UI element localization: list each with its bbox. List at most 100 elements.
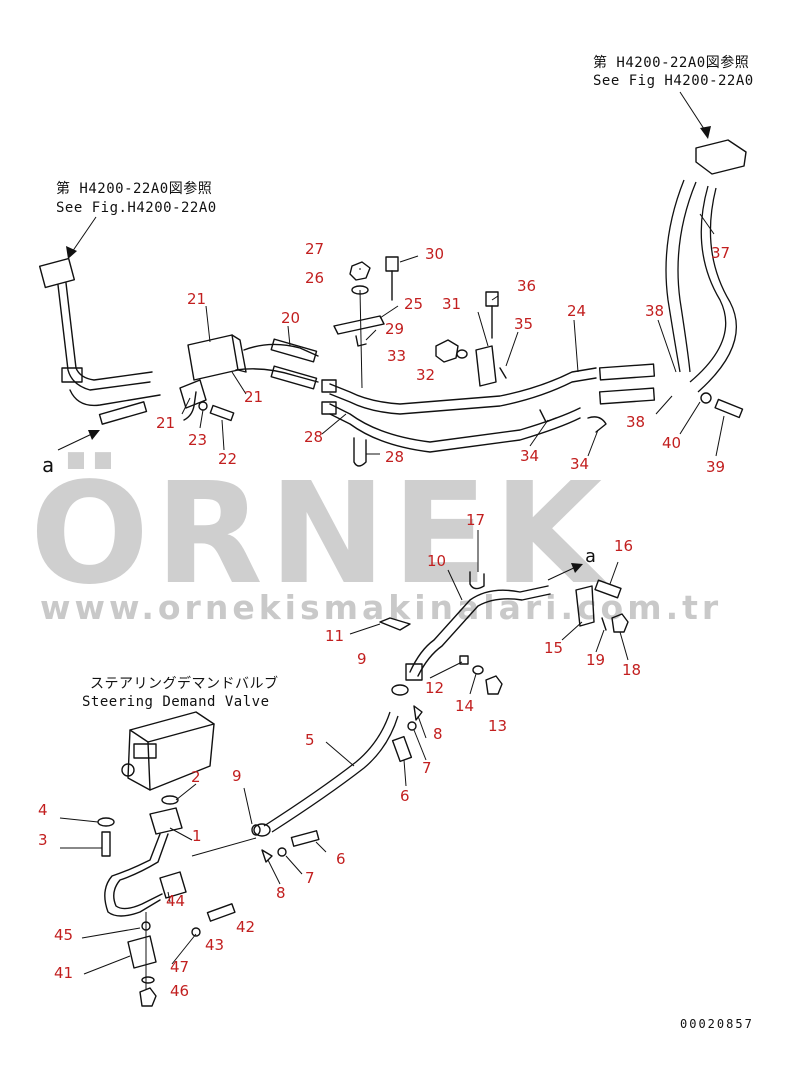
- clamp-34-b: [587, 416, 607, 433]
- marker-a-mid: a: [585, 546, 596, 567]
- bolt-6-upper: [391, 735, 413, 763]
- leader-25: [379, 305, 399, 319]
- nut-18: [611, 613, 629, 633]
- hose-end-38-b: [598, 387, 656, 405]
- callout-4: 4: [38, 801, 48, 819]
- leader-16: [609, 561, 619, 585]
- arrow-a-mid: [547, 565, 579, 581]
- tube-28-lower: [329, 413, 581, 453]
- callout-1: 1: [192, 827, 202, 845]
- clamp-bracket-25: [333, 256, 399, 347]
- callout-8b: 8: [276, 884, 286, 902]
- hose-5: [251, 684, 423, 863]
- leader-11: [349, 623, 381, 635]
- leader-45: [81, 927, 141, 939]
- leader-24: [573, 319, 579, 373]
- clamp-upper-left: [61, 367, 83, 383]
- callout-38b: 38: [626, 413, 645, 431]
- leader-1: [169, 827, 193, 841]
- reference-labels: 第 H4200-22A0図参照 See Fig H4200-22A0 第 H42…: [42, 54, 753, 1031]
- callout-36: 36: [517, 277, 536, 295]
- bolt-39: [714, 398, 744, 419]
- callout-21a: 21: [187, 290, 206, 308]
- callout-34a: 34: [520, 447, 539, 465]
- callout-9a: 9: [357, 650, 367, 668]
- hose-5-end-fitting: [253, 823, 271, 837]
- leader-38b: [655, 395, 673, 415]
- ref-valve-jp: ステアリングデマンドバルブ: [90, 675, 279, 692]
- leader-37: [699, 213, 715, 235]
- leader-20: [287, 325, 291, 347]
- leader-5: [325, 741, 355, 767]
- tube-upper-left-b: [65, 282, 153, 381]
- arrowhead-a-mid: [571, 563, 583, 573]
- callout-33: 33: [387, 347, 406, 365]
- bolt-42: [206, 903, 236, 922]
- tube-end-fitting-a: [321, 379, 337, 393]
- leader-2: [175, 783, 197, 801]
- callout-2: 2: [191, 768, 201, 786]
- o-ring-9-upper: [391, 684, 409, 696]
- washer-43: [191, 927, 201, 937]
- block-21-body: [187, 334, 239, 381]
- bolt-16: [594, 579, 622, 599]
- callout-42: 42: [236, 918, 255, 936]
- leader-21c: [231, 371, 247, 395]
- tube-end-fitting-b: [321, 401, 337, 415]
- washer-23: [198, 401, 208, 411]
- plate-29: [355, 335, 367, 347]
- u-bolt-28: [353, 437, 367, 467]
- callout-6b: 6: [336, 850, 346, 868]
- tube-28-upper: [329, 403, 581, 443]
- callout-15: 15: [544, 639, 563, 657]
- callout-6a: 6: [400, 787, 410, 805]
- valve-front-edge: [147, 741, 151, 791]
- central-tube-run: [321, 367, 607, 467]
- bracket-21: [179, 379, 207, 409]
- callout-5: 5: [305, 731, 315, 749]
- callout-31: 31: [442, 295, 461, 313]
- callout-39: 39: [706, 458, 725, 476]
- hose-end-38-a: [598, 363, 656, 381]
- leader-41: [83, 955, 131, 975]
- leader-21b: [181, 397, 191, 415]
- leader-21a: [205, 305, 211, 343]
- clip-35: [499, 367, 507, 379]
- tube-24-upper: [329, 367, 597, 405]
- valve-plug: [121, 763, 135, 777]
- callout-13: 13: [488, 717, 507, 735]
- clamp-8-lower: [261, 849, 273, 863]
- washer-40: [700, 392, 712, 404]
- reference-arrows: [57, 91, 711, 581]
- callout-26: 26: [305, 269, 324, 287]
- hose-37-d: [697, 187, 737, 393]
- callout-25: 25: [404, 295, 423, 313]
- ref-top-right-jp: 第 H4200-22A0図参照: [593, 54, 749, 71]
- hose-20-b: [270, 365, 318, 390]
- washer-7-lower: [277, 847, 287, 857]
- leader-8a: [417, 715, 427, 739]
- o-ring-2: [161, 795, 179, 805]
- washer-32: [456, 349, 468, 359]
- tube-10-b: [417, 593, 551, 677]
- callout-47: 47: [170, 958, 189, 976]
- fitting-block-top-right: [695, 139, 747, 175]
- valve-port-a: [133, 743, 157, 759]
- leader-35: [505, 331, 519, 367]
- callout-3: 3: [38, 831, 48, 849]
- callout-24: 24: [567, 302, 586, 320]
- leader-30: [399, 255, 419, 263]
- leader-19: [595, 629, 605, 653]
- callout-14: 14: [455, 697, 474, 715]
- tube-21-right-b: [235, 368, 319, 383]
- bolt-30-head: [385, 256, 399, 272]
- right-hose-assembly: [598, 139, 747, 419]
- bracket-41: [127, 935, 157, 969]
- leader-31: [477, 311, 489, 347]
- tube-1-a: [104, 833, 161, 917]
- manifold-block-21: [179, 334, 319, 422]
- hose-fitting-a: [98, 401, 148, 425]
- leader-43: [191, 837, 257, 857]
- steering-demand-valve: [121, 711, 215, 805]
